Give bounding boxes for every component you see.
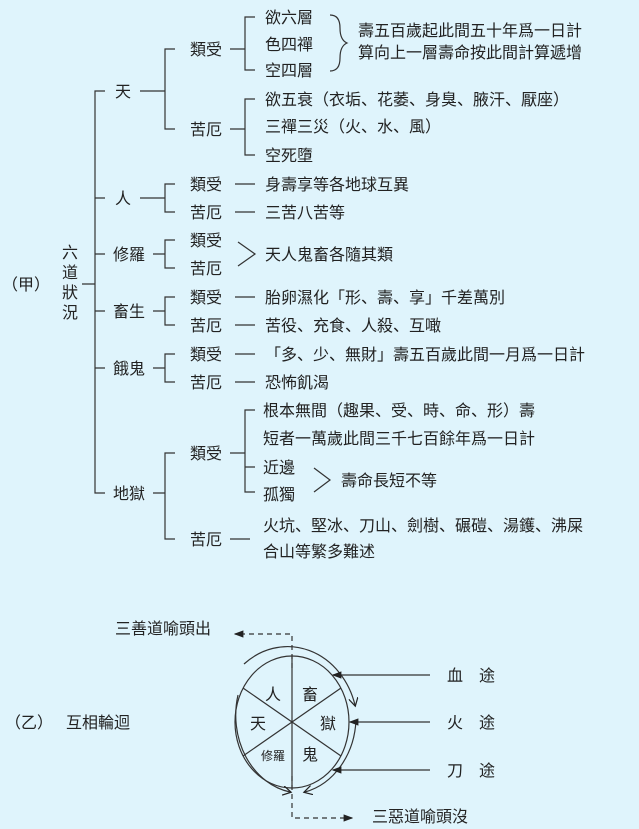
path-fire: 火 途 [447,713,495,732]
brace [329,14,349,72]
bottom-dashed-arrow [291,776,354,822]
hell-angle [313,467,331,493]
hell-ku-line: 火坑、堅冰、刀山、劍樹、碾磑、湯鑊、沸屎 [263,516,583,535]
asura-bracket [153,239,257,269]
path-hell: 地獄 [113,484,145,503]
heaven-ku-item: 欲五衰（衣垢、花萎、身臭、腋汗、厭座） [265,90,569,109]
path-human: 人 [115,189,131,208]
wheel-heaven: 天 [250,714,266,733]
hell-bracket [153,409,255,540]
section-b-label: （乙） [5,713,53,732]
human-bracket [140,183,255,213]
svg-text:狀: 狀 [62,283,78,302]
path-blade: 刀 途 [447,761,495,780]
wheel-human: 人 [265,685,281,704]
heaven-lei-item: 空四層 [265,61,313,80]
heaven-bracket [140,48,175,130]
human-lei-text: 身壽享等各地球互異 [265,175,409,194]
hell-ku-label: 苦厄 [190,530,222,549]
heaven-ku-label: 苦厄 [190,120,222,139]
ghost-bracket [153,353,255,383]
cycle-arrow [305,719,357,792]
section-a-label: （甲） [2,275,50,294]
ghost-lei-text: 「多、少、無財」壽五百歲此間一月爲一日計 [265,345,585,364]
section-b-title: 互相輪迴 [66,713,130,732]
heaven-lei-note: 壽五百歲起此間五十年爲一日計 [358,21,582,40]
path-asura: 修羅 [113,245,145,264]
animal-ku-text: 苦役、充食、人殺、互噉 [265,316,441,335]
bottom-label: 三惡道喻頭沒 [372,807,468,826]
hell-lei-note: 壽命長短不等 [341,471,437,490]
human-ku-label: 苦厄 [190,203,222,222]
heaven-lei-item: 欲六層 [265,8,313,27]
heaven-ku-item: 空死墮 [265,146,313,165]
path-heaven: 天 [115,82,131,101]
hell-lei-label: 類受 [190,444,222,463]
cycle-arrow [243,646,355,705]
asura-ku-label: 苦厄 [190,259,222,278]
path-blood: 血 途 [447,666,495,685]
wheel-asura: 修羅 [261,748,285,763]
samsara-wheel [234,646,357,792]
human-lei-label: 類受 [190,175,222,194]
wheel-ghost: 鬼 [302,745,318,764]
hell-lei-item: 近邊 [263,458,295,477]
asura-text: 天人鬼畜各隨其類 [265,245,393,264]
ghost-lei-label: 類受 [190,345,222,364]
svg-text:道: 道 [62,263,78,282]
section-a-title: 六 道 狀 況 [62,243,78,322]
ghost-ku-text: 恐怖飢渴 [265,373,329,392]
main-bracket [82,90,105,494]
hell-lei-item: 短者一萬歲此間三千七百餘年爲一日計 [263,429,535,448]
svg-text:六: 六 [62,243,78,262]
hell-lei-item: 根本無間（趣果、受、時、命、形）壽 [263,401,535,420]
heaven-ku-item: 三禪三災（火、水、風） [265,117,441,136]
svg-text:況: 況 [62,303,78,322]
top-label: 三善道喻頭出 [115,619,211,638]
heaven-lei-note: 算向上一層壽命按此間計算遞增 [358,43,582,62]
ghost-ku-label: 苦厄 [190,373,222,392]
heaven-sub-brackets [230,16,255,156]
wheel-hell: 獄 [320,714,336,733]
path-animal: 畜生 [113,302,145,321]
heaven-lei-label: 類受 [190,40,222,59]
animal-bracket [153,296,255,326]
cycle-arrow [235,694,290,792]
hell-ku-line: 合山等繁多難述 [263,542,375,561]
wheel-animal: 畜 [302,685,318,704]
hell-lei-item: 孤獨 [263,485,295,504]
heaven-lei-item: 色四禪 [265,35,313,54]
human-ku-text: 三苦八苦等 [265,203,345,222]
path-ghost: 餓鬼 [113,359,145,378]
animal-lei-label: 類受 [190,288,222,307]
animal-ku-label: 苦厄 [190,316,222,335]
animal-lei-text: 胎卵濕化「形、壽、享」千差萬別 [265,288,505,307]
asura-lei-label: 類受 [190,231,222,250]
